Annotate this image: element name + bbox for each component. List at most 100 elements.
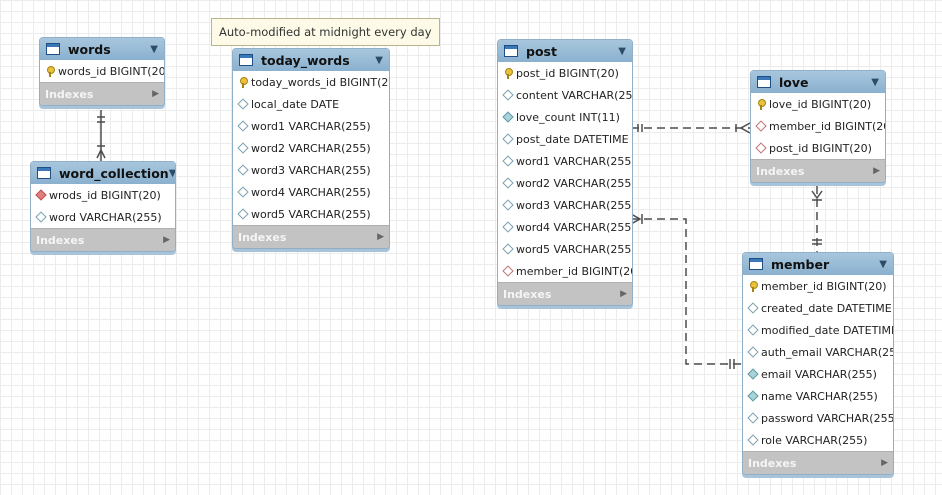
table-icon <box>37 167 51 179</box>
indexes-section[interactable]: Indexes▶ <box>233 225 389 248</box>
column-label: local_date DATE <box>251 97 340 111</box>
indexes-label: Indexes <box>756 164 805 178</box>
indexes-section[interactable]: Indexes ▶ <box>40 82 164 105</box>
column-label: word5 VARCHAR(255) <box>516 242 633 256</box>
column-row[interactable]: member_id BIGINT(20) <box>751 115 885 137</box>
column-row[interactable]: local_date DATE <box>233 93 389 115</box>
column-icon <box>746 324 759 336</box>
collapse-arrow-icon[interactable]: ▼ <box>879 258 887 270</box>
expand-arrow-icon[interactable]: ▶ <box>620 289 627 299</box>
column-row[interactable]: role VARCHAR(255) <box>743 429 893 451</box>
column-row[interactable]: word3 VARCHAR(255) <box>233 159 389 181</box>
expand-arrow-icon[interactable]: ▶ <box>377 232 384 242</box>
column-row[interactable]: today_words_id BIGINT(20) <box>233 71 389 93</box>
column-row[interactable]: love_count INT(11) <box>498 106 632 128</box>
column-row[interactable]: word1 VARCHAR(255) <box>233 115 389 137</box>
column-row[interactable]: post_date DATETIME <box>498 128 632 150</box>
not-null-column-icon <box>501 111 514 123</box>
table-words[interactable]: words ▼ words_id BIGINT(20) Indexes ▶ <box>39 37 165 106</box>
column-label: word3 VARCHAR(255) <box>251 163 371 177</box>
column-row[interactable]: word4 VARCHAR(255) <box>498 216 632 238</box>
table-header[interactable]: member▼ <box>743 253 893 275</box>
column-row[interactable]: word5 VARCHAR(255) <box>233 203 389 225</box>
collapse-arrow-icon[interactable]: ▼ <box>618 45 626 57</box>
column-icon <box>236 208 249 220</box>
table-header[interactable]: word_collection▼ <box>31 162 175 184</box>
column-row[interactable]: auth_email VARCHAR(255) <box>743 341 893 363</box>
column-label: today_words_id BIGINT(20) <box>251 75 390 89</box>
column-icon <box>746 434 759 446</box>
column-row[interactable]: word4 VARCHAR(255) <box>233 181 389 203</box>
column-label: word2 VARCHAR(255) <box>251 141 371 155</box>
collapse-arrow-icon[interactable]: ▼ <box>168 167 176 179</box>
column-row[interactable]: love_id BIGINT(20) <box>751 93 885 115</box>
column-row[interactable]: password VARCHAR(255) <box>743 407 893 429</box>
table-title: word_collection <box>59 165 169 181</box>
column-row[interactable]: email VARCHAR(255) <box>743 363 893 385</box>
column-row[interactable]: word2 VARCHAR(255) <box>233 137 389 159</box>
column-row[interactable]: post_id BIGINT(20) <box>498 62 632 84</box>
column-row[interactable]: words_id BIGINT(20) <box>40 60 164 82</box>
column-label: post_id BIGINT(20) <box>516 66 619 80</box>
column-row[interactable]: word VARCHAR(255) <box>31 206 175 228</box>
indexes-section[interactable]: Indexes ▶ <box>751 159 885 182</box>
table-icon <box>749 258 763 270</box>
table-icon <box>504 45 518 57</box>
table-post[interactable]: post ▼ post_id BIGINT(20) content VARCHAR(2… <box>497 39 633 306</box>
indexes-label: Indexes <box>503 287 552 301</box>
indexes-label: Indexes <box>45 87 94 101</box>
table-header[interactable]: post ▼ <box>498 40 632 62</box>
column-row[interactable]: post_id BIGINT(20) <box>751 137 885 159</box>
column-label: created_date DATETIME <box>761 301 892 315</box>
column-row[interactable]: created_date DATETIME <box>743 297 893 319</box>
column-row[interactable]: name VARCHAR(255) <box>743 385 893 407</box>
column-icon <box>746 302 759 314</box>
table-today_words[interactable]: today_words▼ today_words_id BIGINT(20) loc… <box>232 48 390 249</box>
collapse-arrow-icon[interactable]: ▼ <box>871 76 879 88</box>
column-label: word4 VARCHAR(255) <box>516 220 633 234</box>
collapse-arrow-icon[interactable]: ▼ <box>150 43 158 55</box>
expand-arrow-icon[interactable]: ▶ <box>163 235 170 245</box>
expand-arrow-icon[interactable]: ▶ <box>873 166 880 176</box>
indexes-section[interactable]: Indexes▶ <box>743 451 893 474</box>
not-null-column-icon <box>746 368 759 380</box>
expand-arrow-icon[interactable]: ▶ <box>881 458 888 468</box>
column-label: words_id BIGINT(20) <box>58 64 165 78</box>
column-icon <box>236 142 249 154</box>
table-title: words <box>68 41 111 57</box>
column-row[interactable]: wrods_id BIGINT(20) <box>31 184 175 206</box>
table-header[interactable]: words ▼ <box>40 38 164 60</box>
column-row[interactable]: word2 VARCHAR(255) <box>498 172 632 194</box>
indexes-label: Indexes <box>36 233 85 247</box>
relationship-line <box>631 218 742 365</box>
collapse-arrow-icon[interactable]: ▼ <box>375 54 383 66</box>
table-title: post <box>526 43 557 59</box>
column-row[interactable]: modified_date DATETIME <box>743 319 893 341</box>
column-row[interactable]: word3 VARCHAR(255) <box>498 194 632 216</box>
foreign-key-icon <box>754 120 767 132</box>
column-row[interactable]: word5 VARCHAR(255) <box>498 238 632 260</box>
table-header[interactable]: today_words▼ <box>233 49 389 71</box>
column-icon <box>34 211 47 223</box>
column-icon <box>236 120 249 132</box>
table-love[interactable]: love▼ love_id BIGINT(20) member_id BIGINT(… <box>750 70 886 183</box>
column-label: love_id BIGINT(20) <box>769 97 872 111</box>
column-row[interactable]: word1 VARCHAR(255) <box>498 150 632 172</box>
note-auto-modified[interactable]: Auto-modified at midnight every day <box>211 18 440 46</box>
indexes-section[interactable]: Indexes ▶ <box>31 228 175 251</box>
indexes-section[interactable]: Indexes ▶ <box>498 282 632 305</box>
foreign-key-pk-icon <box>34 189 47 201</box>
column-label: word3 VARCHAR(255) <box>516 198 633 212</box>
column-row[interactable]: member_id BIGINT(20) <box>743 275 893 297</box>
column-row[interactable]: content VARCHAR(255) <box>498 84 632 106</box>
not-null-column-icon <box>746 390 759 402</box>
table-icon <box>239 54 253 66</box>
table-header[interactable]: love▼ <box>751 71 885 93</box>
expand-arrow-icon[interactable]: ▶ <box>152 89 159 99</box>
column-row[interactable]: member_id BIGINT(20) <box>498 260 632 282</box>
primary-key-icon <box>756 98 766 110</box>
column-label: word2 VARCHAR(255) <box>516 176 633 190</box>
column-label: post_id BIGINT(20) <box>769 141 872 155</box>
table-member[interactable]: member▼member_id BIGINT(20) created_date … <box>742 252 894 475</box>
table-word_collection[interactable]: word_collection▼wrods_id BIGINT(20)word … <box>30 161 176 252</box>
